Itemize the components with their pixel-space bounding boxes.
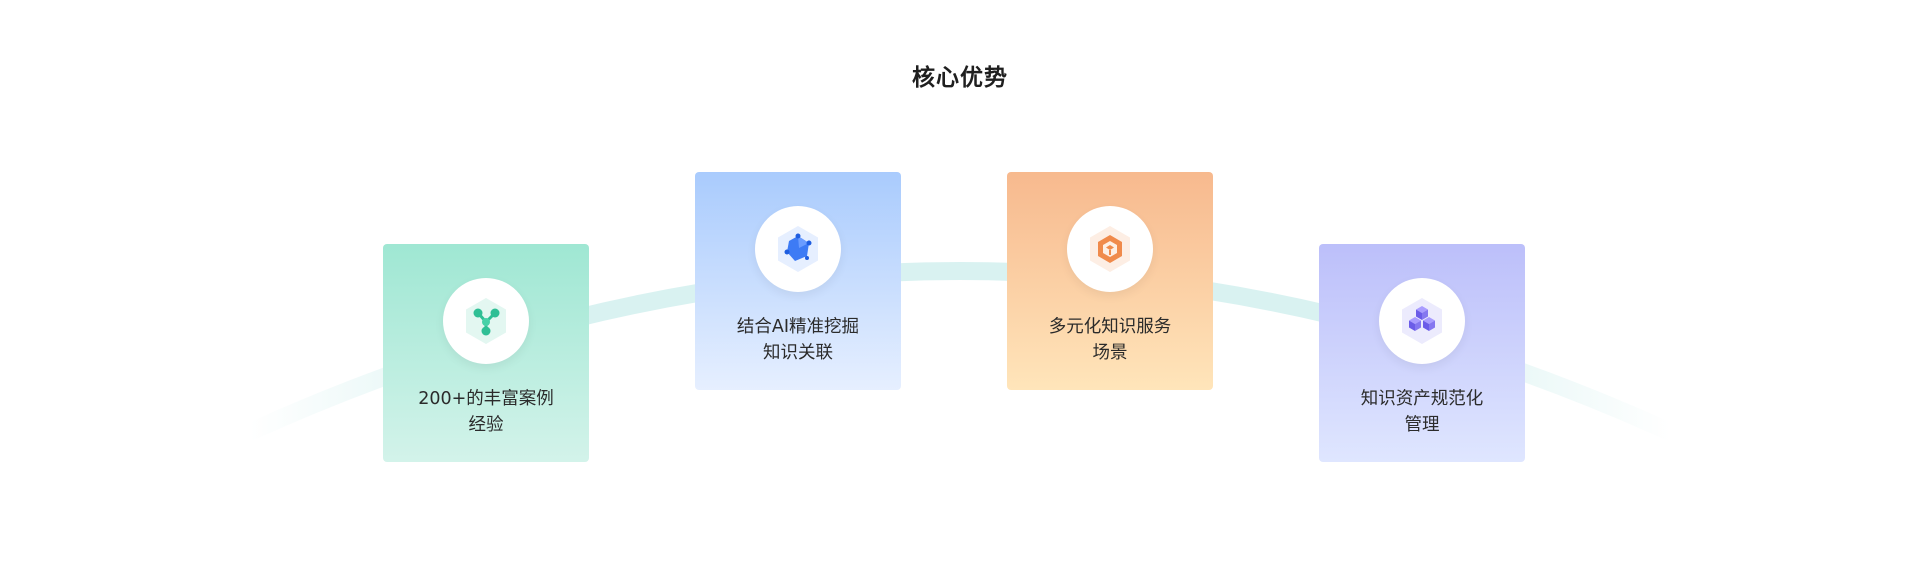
- card-label-line1: 200+的丰富案例: [418, 389, 554, 409]
- card-label-line2: 经验: [468, 415, 504, 435]
- icon-badge: [1379, 278, 1465, 364]
- card-label: 结合AI精准挖掘 知识关联: [705, 314, 891, 366]
- advantage-card-ai-mining: 结合AI精准挖掘 知识关联: [695, 172, 901, 390]
- section-title: 核心优势: [912, 65, 1008, 91]
- card-label: 知识资产规范化 管理: [1329, 386, 1515, 438]
- card-label-line1: 多元化知识服务: [1048, 317, 1172, 337]
- stacked-cubes-icon: [1402, 298, 1442, 344]
- molecule-icon: [466, 298, 506, 344]
- hex-box-icon: [1090, 226, 1130, 272]
- icon-badge: [443, 278, 529, 364]
- advantage-card-cases: 200+的丰富案例 经验: [383, 244, 589, 462]
- card-label-line2: 场景: [1092, 343, 1128, 363]
- advantage-card-service-scenarios: 多元化知识服务 场景: [1007, 172, 1213, 390]
- card-label-line1: 结合AI精准挖掘: [736, 317, 860, 337]
- card-label-line2: 管理: [1404, 415, 1440, 435]
- icon-badge: [1067, 206, 1153, 292]
- card-label: 200+的丰富案例 经验: [393, 386, 579, 438]
- card-label: 多元化知识服务 场景: [1017, 314, 1203, 366]
- network-cube-icon: [778, 226, 818, 272]
- advantage-card-asset-management: 知识资产规范化 管理: [1319, 244, 1525, 462]
- card-label-line1: 知识资产规范化: [1360, 389, 1484, 409]
- card-label-line2: 知识关联: [763, 343, 833, 363]
- icon-badge: [755, 206, 841, 292]
